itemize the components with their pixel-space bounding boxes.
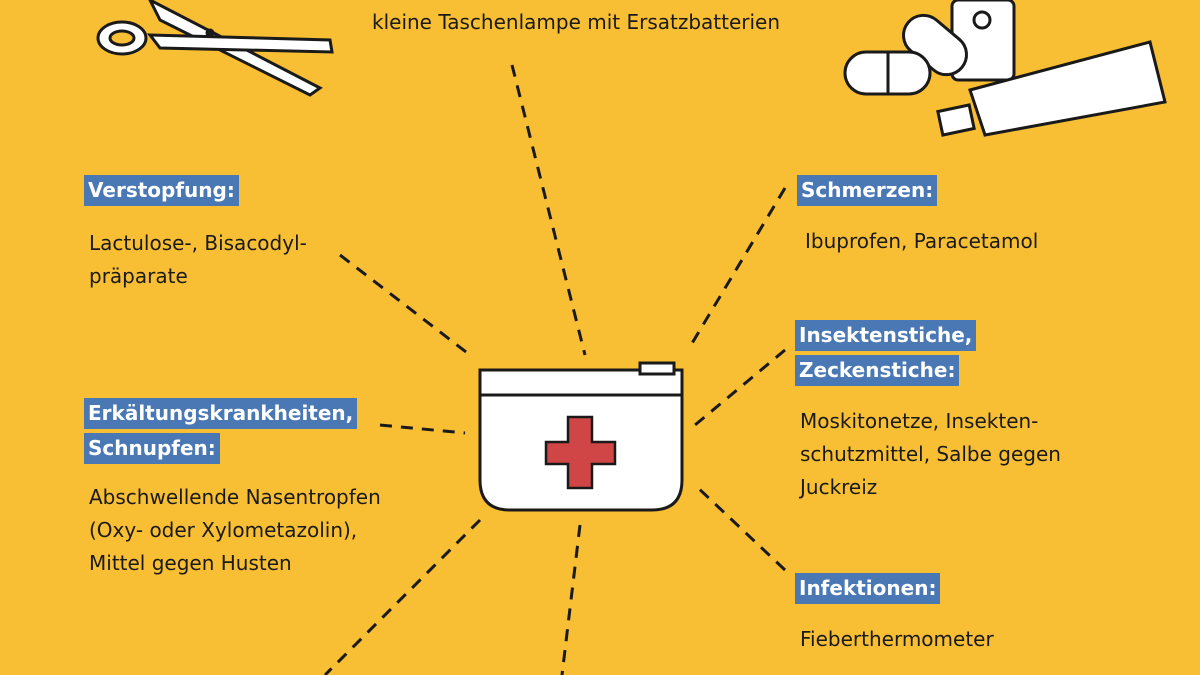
connector-bottom-left	[323, 518, 482, 675]
label-erkaeltung: Erkältungskrankheiten,Schnupfen:	[84, 398, 358, 468]
connector-insekten	[694, 348, 786, 427]
connector-bottom	[560, 524, 582, 675]
connector-erkaeltung	[379, 423, 466, 435]
pills-and-ointment-icon	[843, 0, 1167, 137]
connector-top	[510, 64, 587, 356]
connector-schmerzen	[686, 187, 787, 351]
connector-verstopfung	[339, 253, 471, 357]
text-insekten: Moskitonetze, Insekten-schutzmittel, Sal…	[800, 409, 1061, 499]
scissors-icon	[96, 0, 334, 97]
label-infektionen: Infektionen:	[795, 573, 941, 608]
connector-infektionen	[693, 483, 787, 572]
text-schmerzen: Ibuprofen, Paracetamol	[805, 229, 1039, 253]
text-erkaeltung: Abschwellende Nasentropfen(Oxy- oder Xyl…	[89, 485, 381, 575]
text-infektionen: Fieberthermometer	[800, 627, 994, 651]
label-insekten: Insektenstiche,Zeckenstiche:	[795, 320, 977, 390]
top-item-text: kleine Taschenlampe mit Ersatzbatterien	[372, 10, 781, 34]
label-schmerzen: Schmerzen:	[797, 175, 938, 210]
text-verstopfung: Lactulose-, Bisacodyl-präparate	[89, 231, 307, 288]
label-verstopfung: Verstopfung:	[84, 175, 239, 210]
first-aid-kit-icon	[478, 361, 684, 512]
